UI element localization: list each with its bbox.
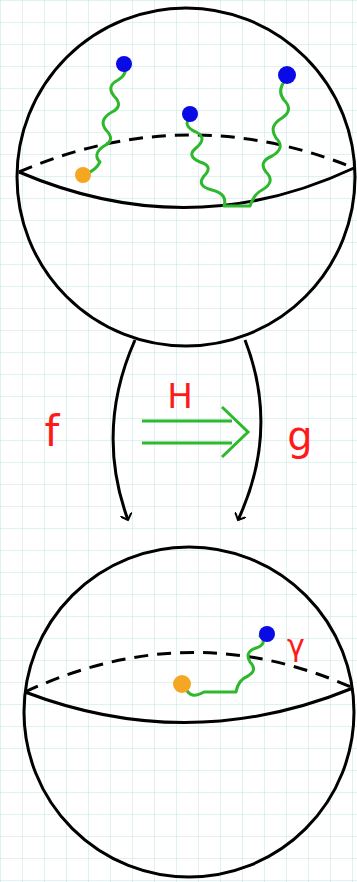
top-sphere xyxy=(17,8,355,346)
orange-point xyxy=(75,167,91,183)
blue-point xyxy=(259,626,275,642)
path-label: γ xyxy=(287,631,305,661)
blue-point xyxy=(182,106,198,122)
homotopy-label: H xyxy=(167,379,193,413)
homotopy-arrow xyxy=(142,407,248,457)
blue-point xyxy=(116,56,132,72)
blue-point xyxy=(278,66,296,84)
map-arrow xyxy=(113,340,135,520)
bottom-sphere xyxy=(24,547,354,877)
orange-point xyxy=(173,675,191,693)
map-label: g xyxy=(287,416,312,456)
top-paths xyxy=(86,66,289,206)
map-arrow xyxy=(238,340,261,520)
path-gamma xyxy=(186,632,266,695)
map-label: f xyxy=(45,411,60,453)
